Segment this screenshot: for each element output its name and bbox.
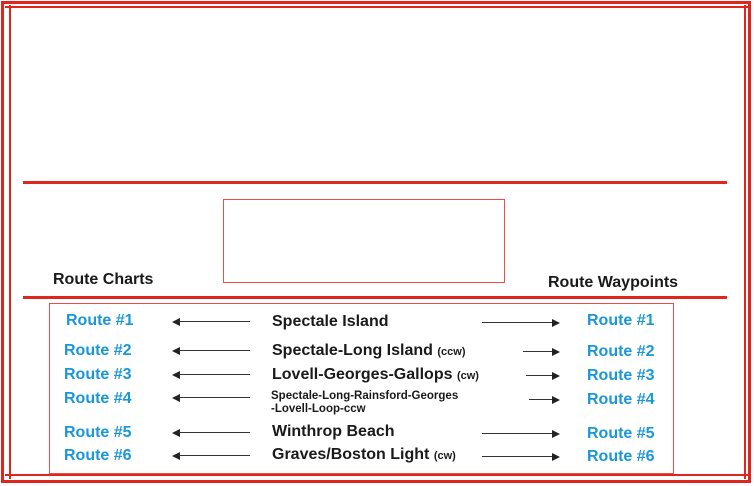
left-arrow-icon [172,428,250,438]
route-chart-link-1[interactable]: Route #1 [66,312,134,329]
direction-note: (ccw) [437,346,466,358]
right-arrow-icon [482,429,560,439]
left-arrow-icon [172,370,250,380]
route-waypoint-link-4[interactable]: Route #4 [587,391,655,408]
route-waypoint-link-3[interactable]: Route #3 [587,367,655,384]
route-waypoint-link-1[interactable]: Route #1 [587,312,655,329]
route-destination-1: Spectale Island [272,313,389,331]
route-destination-5: Winthrop Beach [272,423,395,441]
destination-text-line2: -Lovell-Loop-ccw [271,403,366,415]
route-waypoint-link-2[interactable]: Route #2 [587,343,655,360]
route-destination-4: Spectale-Long-Rainsford-Georges -Lovell-… [271,390,458,416]
route-destination-2: Spectale-Long Island (ccw) [272,342,466,360]
direction-note: (cw) [456,370,479,382]
direction-note: (cw) [433,450,456,462]
route-chart-link-3[interactable]: Route #3 [64,366,132,383]
right-arrow-icon [482,452,560,462]
right-arrow-icon [482,318,560,328]
destination-text: Spectale-Long Island [272,342,433,359]
route-chart-link-2[interactable]: Route #2 [64,342,132,359]
inner-frame-bottom [5,474,748,476]
route-chart-link-6[interactable]: Route #6 [64,447,132,464]
destination-text-line1: Spectale-Long-Rainsford-Georges [271,390,459,402]
route-waypoint-link-6[interactable]: Route #6 [587,448,655,465]
destination-text: Spectale Island [272,313,389,330]
divider-middle [23,296,727,299]
route-waypoint-link-5[interactable]: Route #5 [587,425,655,442]
destination-text: Lovell-Georges-Gallops [272,366,453,383]
route-waypoints-heading: Route Waypoints [548,274,679,291]
left-arrow-icon [172,317,250,327]
right-arrow-icon [529,395,560,405]
routes-panel [49,303,674,474]
right-arrow-icon [526,371,560,381]
destination-text: Winthrop Beach [272,423,395,440]
left-arrow-icon [172,346,250,356]
route-destination-3: Lovell-Georges-Gallops (cw) [272,366,479,384]
inner-frame [9,5,746,479]
route-destination-6: Graves/Boston Light (cw) [272,446,456,464]
destination-text: Graves/Boston Light [272,446,430,463]
left-arrow-icon [172,393,250,403]
center-placeholder-box [223,199,505,283]
route-charts-heading: Route Charts [53,271,154,288]
route-chart-link-5[interactable]: Route #5 [64,424,132,441]
route-chart-link-4[interactable]: Route #4 [64,390,132,407]
left-arrow-icon [172,451,250,461]
right-arrow-icon [523,347,560,357]
divider-top [23,181,727,184]
inner-frame-top [5,6,748,8]
